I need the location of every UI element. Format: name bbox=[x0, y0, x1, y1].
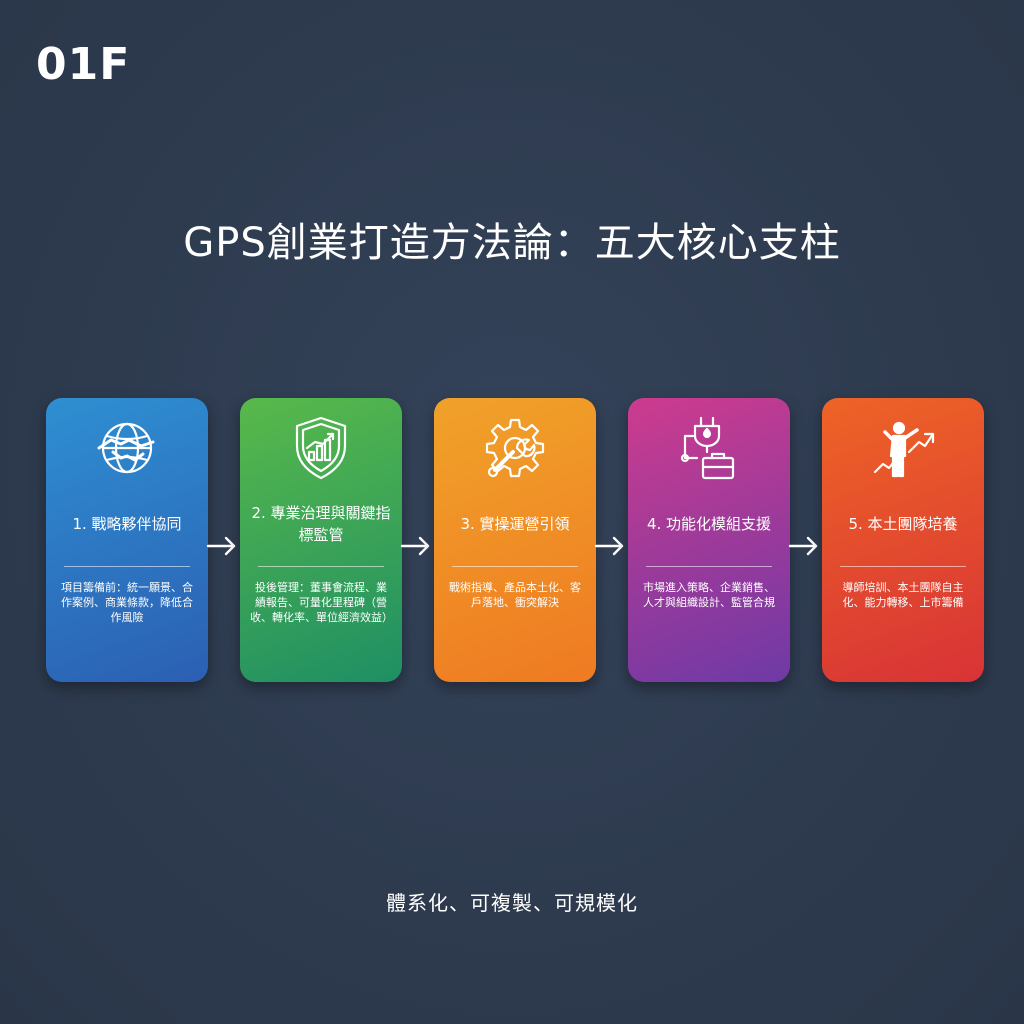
pillar-card-3: 3. 實操運營引領 戰術指導、產品本土化、客戶落地、衝突解決 bbox=[434, 398, 596, 682]
shield-chart-icon bbox=[240, 412, 402, 484]
pillar-title: 1. 戰略夥伴協同 bbox=[72, 515, 182, 533]
arrow-right-icon bbox=[786, 532, 822, 560]
pillar-card-4: 4. 功能化模組支援 市場進入策略、企業銷售、人才與組織設計、監管合規 bbox=[628, 398, 790, 682]
pillar-title: 2. 專業治理與關鍵指標監管 bbox=[251, 504, 391, 544]
person-growth-icon bbox=[822, 412, 984, 484]
pillars-flow: 1. 戰略夥伴協同 項目籌備前：統一願景、合作案例、商業條款，降低合作風險 2.… bbox=[0, 398, 1024, 682]
footer-tagline: 體系化、可複製、可規模化 bbox=[386, 891, 638, 915]
pillar-description: 戰術指導、產品本土化、客戶落地、衝突解決 bbox=[449, 581, 581, 609]
pillar-description: 項目籌備前：統一願景、合作案例、商業條款，降低合作風險 bbox=[61, 581, 193, 624]
divider bbox=[646, 566, 772, 567]
pillar-description: 市場進入策略、企業銷售、人才與組織設計、監管合規 bbox=[643, 581, 775, 609]
pillar-title: 3. 實操運營引領 bbox=[460, 515, 570, 533]
page-title: GPS創業打造方法論：五大核心支柱 bbox=[183, 220, 841, 266]
logo: 01F bbox=[36, 39, 131, 90]
divider bbox=[452, 566, 578, 567]
divider bbox=[258, 566, 384, 567]
arrow-right-icon bbox=[592, 532, 628, 560]
divider bbox=[64, 566, 190, 567]
divider bbox=[840, 566, 966, 567]
globe-handshake-icon bbox=[46, 412, 208, 484]
pillar-card-1: 1. 戰略夥伴協同 項目籌備前：統一願景、合作案例、商業條款，降低合作風險 bbox=[46, 398, 208, 682]
arrow-right-icon bbox=[204, 532, 240, 560]
pillar-description: 投後管理：董事會流程、業績報告、可量化里程碑（營收、轉化率、單位經濟效益） bbox=[250, 581, 393, 624]
plug-briefcase-icon bbox=[628, 412, 790, 484]
pillar-card-2: 2. 專業治理與關鍵指標監管 投後管理：董事會流程、業績報告、可量化里程碑（營收… bbox=[240, 398, 402, 682]
pillar-description: 導師培訓、本土團隊自主化、能力轉移、上市籌備 bbox=[842, 581, 964, 609]
pillar-card-5: 5. 本土團隊培養 導師培訓、本土團隊自主化、能力轉移、上市籌備 bbox=[822, 398, 984, 682]
arrow-right-icon bbox=[398, 532, 434, 560]
pillar-title: 5. 本土團隊培養 bbox=[848, 515, 958, 533]
pillar-title: 4. 功能化模組支援 bbox=[646, 515, 772, 533]
gear-wrench-icon bbox=[434, 412, 596, 484]
